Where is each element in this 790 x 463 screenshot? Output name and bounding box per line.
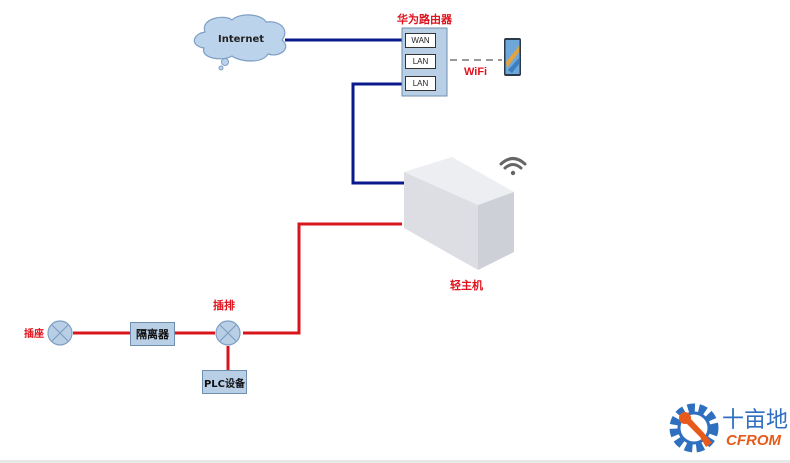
router-port-lan-2: LAN [405,76,436,91]
power-strip-host-link [243,222,402,335]
router-title: 华为路由器 [397,13,452,26]
watermark-logo-icon [669,403,719,453]
bottom-divider [0,460,790,463]
wifi-label: WiFi [464,66,488,78]
lan-host-link [351,82,404,185]
plc-device-box: PLC设备 [202,370,247,394]
watermark-text-cn: 十亩地 [722,408,789,433]
socket-icon [47,320,73,346]
power-strip-icon [215,320,241,346]
host-device-icon [404,157,514,270]
router-port-lan-1: LAN [405,54,436,69]
socket-label: 插座 [24,329,44,340]
wifi-icon [499,157,527,176]
internet-label: Internet [218,34,265,45]
phone-icon [504,38,521,76]
internet-cloud-icon [193,14,287,71]
router-port-wan: WAN [405,33,436,48]
power-strip-label: 插排 [213,299,235,312]
isolator-box: 隔离器 [130,322,175,346]
watermark-text-en: CFROM [726,432,781,449]
host-label: 轻主机 [450,279,483,292]
